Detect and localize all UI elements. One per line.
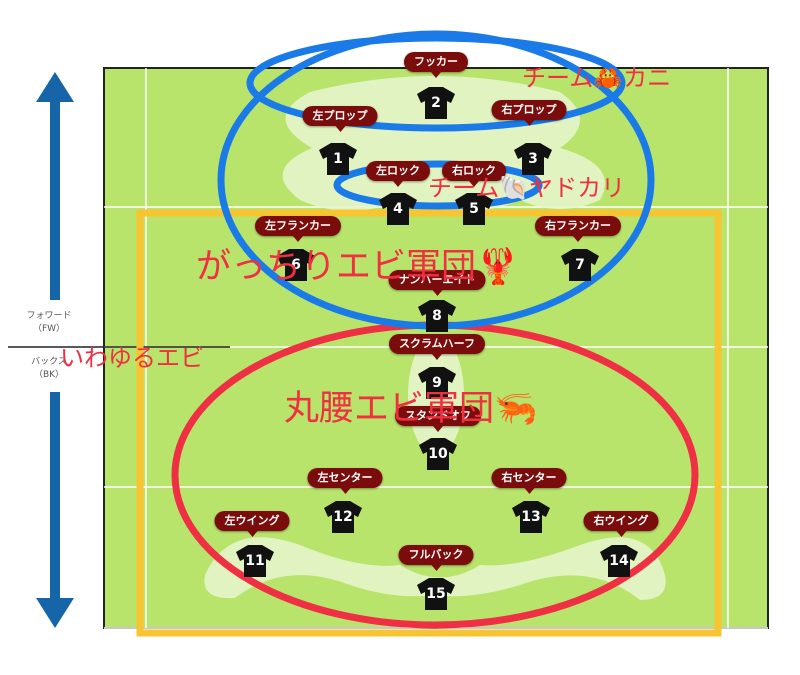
arrow-up-head bbox=[36, 72, 74, 102]
jersey-9: 9 bbox=[417, 366, 457, 400]
blue-circle-locks bbox=[333, 160, 543, 210]
annotation-gacchiri-shrimp: がっちりエビ軍団🦞 bbox=[196, 247, 520, 287]
fw-bk-arrow bbox=[36, 72, 74, 628]
arrow-up-shaft bbox=[50, 100, 60, 300]
backline-shape bbox=[204, 537, 666, 600]
jersey-1: 1 bbox=[318, 142, 358, 176]
label-scrum-half: スクラムハーフ bbox=[388, 334, 486, 360]
jersey-14: 14 bbox=[599, 544, 639, 578]
label-stand-off: スタンドオフ bbox=[395, 406, 481, 432]
jersey-number: 9 bbox=[432, 375, 442, 391]
jersey-3: 3 bbox=[513, 142, 553, 176]
jersey-number: 6 bbox=[291, 257, 301, 273]
jersey-4: 4 bbox=[378, 192, 418, 226]
label-right-centre: 右センター bbox=[491, 468, 567, 494]
blue-circle-top bbox=[246, 34, 626, 132]
jersey-number: 15 bbox=[426, 586, 446, 602]
label-left-wing: 左ウイング bbox=[214, 511, 290, 537]
forwards-abbr: （FW） bbox=[32, 324, 66, 334]
jersey-6: 6 bbox=[276, 248, 316, 282]
forwards-caption: フォワード （FW） bbox=[10, 310, 88, 336]
label-left-prop: 左プロップ bbox=[302, 106, 378, 132]
label-number-eight: ナンバーエイト bbox=[388, 270, 486, 296]
jersey-10: 10 bbox=[418, 437, 458, 471]
jersey-number: 8 bbox=[432, 308, 442, 324]
label-full-back: フルバック bbox=[398, 545, 474, 571]
jersey-number: 1 bbox=[333, 151, 343, 167]
jersey-number: 11 bbox=[245, 553, 265, 569]
label-right-lock: 右ロック bbox=[442, 161, 506, 187]
annotation-marugoshi-shrimp: 丸腰エビ軍団🦐 bbox=[284, 389, 538, 429]
jersey-number: 5 bbox=[469, 201, 479, 217]
jersey-number: 4 bbox=[393, 201, 403, 217]
jersey-11: 11 bbox=[235, 544, 275, 578]
jersey-number: 7 bbox=[575, 257, 585, 273]
jersey-number: 10 bbox=[428, 446, 448, 462]
jersey-number: 13 bbox=[521, 509, 541, 525]
yellow-box bbox=[136, 209, 722, 637]
jersey-8: 8 bbox=[417, 299, 457, 333]
jersey-number: 14 bbox=[609, 553, 629, 569]
annotation-team-crab: チーム🦀カニ bbox=[522, 64, 672, 92]
jersey-2: 2 bbox=[416, 86, 456, 120]
label-hooker: フッカー bbox=[404, 52, 468, 78]
jersey-15: 15 bbox=[416, 577, 456, 611]
backs-caption: バックス （BK） bbox=[10, 356, 88, 382]
arrow-down-shaft bbox=[50, 392, 60, 598]
jersey-12: 12 bbox=[323, 500, 363, 534]
forwards-label: フォワード bbox=[26, 311, 72, 321]
jersey-5: 5 bbox=[454, 192, 494, 226]
jersey-7: 7 bbox=[560, 248, 600, 282]
jersey-number: 2 bbox=[431, 95, 441, 111]
label-left-flanker: 左フランカー bbox=[255, 216, 341, 242]
backs-abbr: （BK） bbox=[33, 370, 65, 380]
label-right-wing: 右ウイング bbox=[583, 511, 659, 537]
annotation-iwayuru-shrimp: いわゆるエビ bbox=[60, 344, 204, 372]
label-right-flanker: 右フランカー bbox=[535, 216, 621, 242]
label-left-centre: 左センター bbox=[307, 468, 383, 494]
jersey-number: 12 bbox=[333, 509, 353, 525]
label-right-prop: 右プロップ bbox=[491, 100, 567, 126]
backs-label: バックス bbox=[31, 357, 67, 367]
jersey-number: 3 bbox=[528, 151, 538, 167]
jersey-13: 13 bbox=[511, 500, 551, 534]
arrow-down-head bbox=[36, 598, 74, 628]
label-left-lock: 左ロック bbox=[366, 161, 430, 187]
annotation-team-hermit-crab: チーム🐚ヤドカリ bbox=[428, 174, 626, 202]
